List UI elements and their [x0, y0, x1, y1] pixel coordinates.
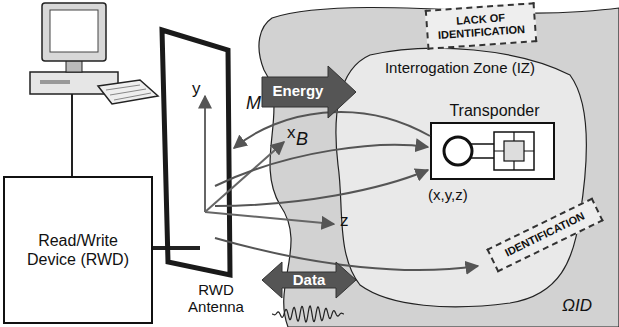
- magnetic-field-lines: [215, 112, 478, 270]
- computer-icon: [30, 3, 158, 104]
- chip-die: [504, 141, 524, 161]
- node-label: LACK OF IDENTIFICATION: [431, 9, 531, 42]
- antenna-feed: [153, 246, 200, 250]
- node-label: Interrogation Zone (IZ): [380, 59, 540, 77]
- node-label: ΩID: [562, 296, 592, 316]
- arrow-label: Data: [284, 272, 334, 289]
- transponder-box: Transponder: [430, 122, 555, 180]
- antenna-label: RWD Antenna: [176, 282, 256, 315]
- cable: [71, 94, 73, 176]
- field-label: M: [246, 94, 261, 114]
- data-waveform: [272, 306, 344, 322]
- data-arrow: [262, 262, 356, 298]
- coil-antenna: [444, 137, 472, 165]
- rwd-box: Read/Write Device (RWD): [3, 176, 153, 324]
- axis-label: x: [287, 124, 296, 143]
- lack-of-identification-box: LACK OF IDENTIFICATION: [425, 2, 538, 50]
- node-label: Read/Write Device (RWD): [13, 231, 143, 269]
- coil-wires: [470, 144, 494, 158]
- region-shape: [259, 8, 619, 327]
- chip-pins: [494, 132, 534, 170]
- axis-label: z: [340, 212, 349, 231]
- arrow-label: Energy: [270, 83, 326, 100]
- axis-label: y: [192, 80, 201, 99]
- node-heading: Transponder: [412, 101, 577, 120]
- field-label: B: [296, 130, 308, 150]
- transponder-circuit: [432, 124, 553, 178]
- rwd-antenna-frame: [162, 30, 230, 275]
- position-label: (x,y,z): [428, 187, 468, 204]
- chip: [494, 132, 534, 170]
- energy-arrow: [262, 66, 356, 118]
